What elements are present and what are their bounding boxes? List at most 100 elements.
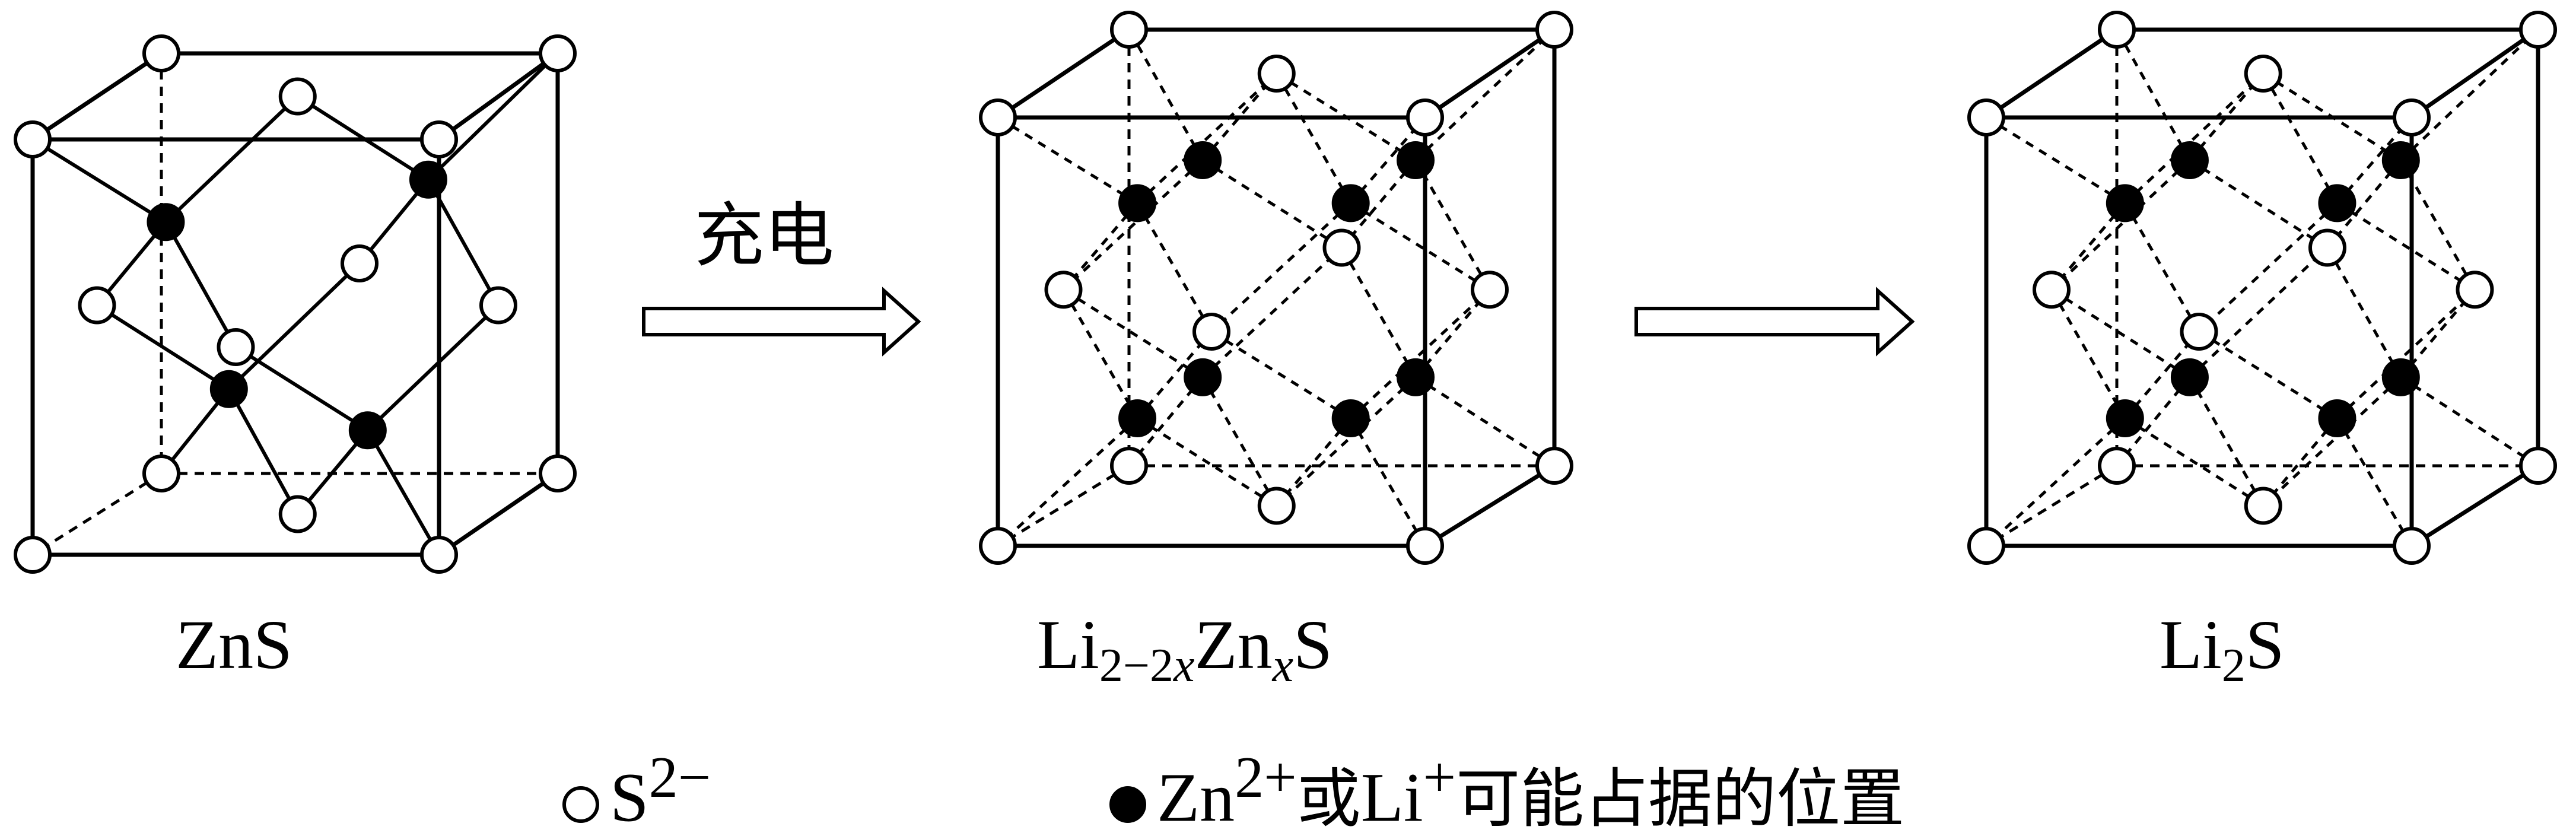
site-link <box>2336 202 2476 291</box>
cation-site <box>2381 358 2420 396</box>
cation-site <box>2170 141 2209 179</box>
sulfide-ion <box>979 527 1017 565</box>
cube-edge <box>437 52 559 141</box>
sulfide-ion <box>78 286 116 325</box>
sulfide-ion <box>539 34 577 72</box>
legend-zn: Zn <box>1157 758 1235 836</box>
site-link <box>2123 202 2200 333</box>
sulfide-ion <box>2244 55 2282 93</box>
cation-site <box>1397 141 1435 179</box>
site-link <box>1275 72 1352 204</box>
site-link <box>2124 417 2265 507</box>
cation-site <box>147 203 185 241</box>
cation-site <box>1184 141 1222 179</box>
sulfide-ion <box>278 77 317 116</box>
cation-site <box>2170 358 2209 396</box>
legend-li: Li <box>1360 758 1423 836</box>
sulfide-ion <box>217 328 255 366</box>
site-link <box>1201 158 1343 249</box>
sulfide-ion <box>1257 487 1296 525</box>
site-link <box>1340 247 1417 379</box>
site-link <box>2336 417 2413 547</box>
zn-s-bond <box>227 262 361 390</box>
sulfide-ion <box>1967 527 2005 565</box>
zn-s-bond <box>427 52 559 181</box>
sulfide-ion <box>2519 447 2557 485</box>
sulfide-ion <box>1406 98 1444 136</box>
filled-circle-icon <box>1109 786 1146 824</box>
sulfide-ion <box>2098 447 2136 485</box>
cation-site <box>209 370 248 408</box>
legend-sulfide: S2− <box>562 748 711 832</box>
site-link <box>1063 288 1204 379</box>
sulfide-ion <box>1322 228 1361 267</box>
li2s-unit-cell <box>1967 11 2557 565</box>
sulfide-ion <box>1406 527 1444 565</box>
sulfide-ion <box>142 34 180 72</box>
zn-s-bond <box>164 95 299 224</box>
cation-site <box>1331 184 1370 222</box>
sulfide-ion <box>420 120 458 158</box>
site-link <box>1349 417 1427 547</box>
cation-site <box>409 160 447 199</box>
cation-site <box>1118 399 1157 437</box>
site-link <box>1210 202 1352 333</box>
site-link <box>2399 159 2476 291</box>
cube-edge <box>1424 464 1556 548</box>
zn-s-bond <box>297 94 430 182</box>
site-link <box>2115 28 2192 161</box>
sulfide-ion <box>479 286 517 325</box>
sulfide-ion <box>979 98 1017 136</box>
site-link <box>2326 159 2402 249</box>
site-link <box>997 116 1138 205</box>
sulfide-ion <box>2393 527 2431 565</box>
site-link <box>1276 376 1417 507</box>
sulfide-ion <box>1257 55 1296 93</box>
cation-site <box>2106 399 2144 437</box>
sulfide-ion <box>2519 11 2557 49</box>
sulfide-ion <box>1192 313 1230 351</box>
site-link <box>1136 202 1213 333</box>
site-link <box>2050 288 2191 379</box>
formula-part: S <box>1293 606 1332 684</box>
formula-part: Li <box>1037 606 1099 684</box>
site-link <box>2189 158 2329 249</box>
site-link <box>2336 288 2476 419</box>
cation-site <box>2381 141 2420 179</box>
zns-formula-text: ZnS <box>176 606 292 684</box>
cation-site <box>2318 184 2356 222</box>
cube-edge <box>1424 28 1556 119</box>
sulfide-ion <box>278 495 317 533</box>
zn-s-bond <box>366 304 500 432</box>
cation-site <box>2106 184 2144 222</box>
legend-text: 可能占据的位置 <box>1456 762 1905 836</box>
site-link <box>2400 376 2539 468</box>
site-link <box>2262 376 2402 507</box>
charge-label: 充电 <box>694 195 835 276</box>
sulfide-ion <box>2456 271 2494 309</box>
cation-site <box>1118 184 1157 222</box>
site-link <box>1414 376 1556 468</box>
sulfide-ion <box>2244 487 2282 525</box>
formula-part: 2−2 <box>1099 640 1173 692</box>
site-link <box>1414 159 1491 291</box>
legend-cation: Zn2+或Li+可能占据的位置 <box>1109 748 1904 832</box>
site-link <box>1062 159 1204 291</box>
site-link <box>2400 28 2539 161</box>
site-link <box>1201 246 1343 379</box>
zn-s-bond <box>227 388 300 515</box>
site-link <box>1275 417 1352 507</box>
site-link <box>2050 289 2126 419</box>
sulfide-ion <box>2033 271 2071 309</box>
zns-unit-cell <box>14 34 577 574</box>
site-link <box>2262 72 2339 204</box>
site-link <box>2188 376 2265 507</box>
formula-part: Zn <box>1194 606 1273 684</box>
sulfide-ion <box>142 454 180 492</box>
site-link <box>2189 246 2329 379</box>
cation-site <box>1184 358 1222 396</box>
intermediate-formula: Li2−2xZnxS <box>1037 610 1332 692</box>
sulfide-ion <box>1110 447 1148 485</box>
cube-edge <box>2410 464 2539 548</box>
sulfide-ion <box>14 536 52 574</box>
